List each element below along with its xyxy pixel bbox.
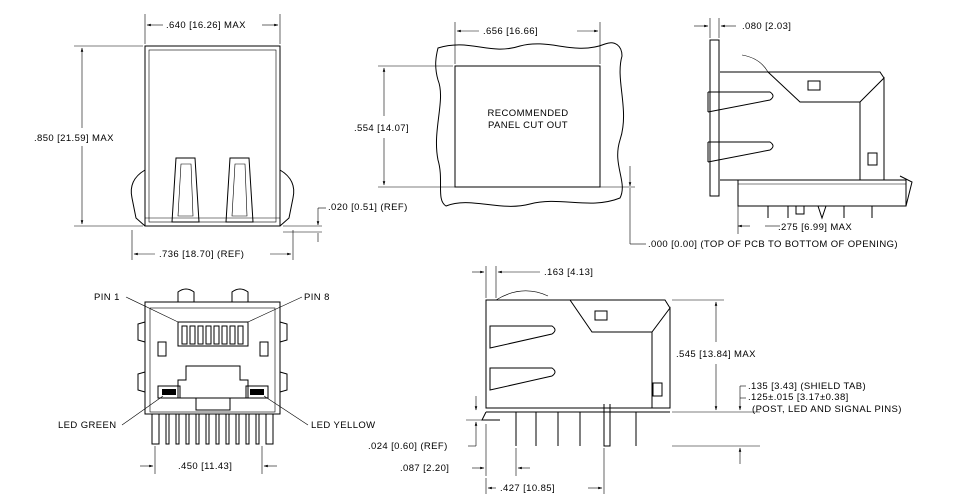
front-dim-height: .850 [21.59] MAX [34, 45, 143, 227]
panel-label-2: PANEL CUT OUT [488, 120, 568, 131]
side-bottom-dim-height: .545 [13.84] MAX [672, 299, 760, 413]
rear-view: PIN 1 PIN 8 LED GREEN LED YELLOW .450 [1… [58, 288, 376, 474]
front-view: .640 [16.26] MAX .850 [21.59] MAX .020 [… [34, 14, 408, 260]
rear-callouts: PIN 1 PIN 8 LED GREEN LED YELLOW [58, 292, 376, 431]
side-top-depth-label: .275 [6.99] MAX [778, 222, 852, 233]
offset1-label: .087 [2.20] [400, 463, 449, 474]
rear-dim-pitch: .450 [11.43] [140, 446, 277, 474]
front-dim-offset: .020 [0.51] (REF) [283, 202, 408, 242]
rear-pins [151, 413, 274, 445]
side-top-dim-depth: .275 [6.99] MAX [737, 206, 852, 234]
led-green-label: LED GREEN [58, 420, 117, 431]
panel-dim-zero: .000 [0.00] (TOP OF PCB TO BOTTOM OF OPE… [628, 166, 898, 250]
front-body [130, 45, 295, 227]
post-length-label: .125±.015 [3.17±0.38] [748, 392, 849, 403]
front-width-label: .640 [16.26] MAX [166, 20, 246, 31]
side-bottom-dim-offset1: .087 [2.20] [400, 424, 530, 476]
led-yellow-label: LED YELLOW [311, 420, 376, 431]
panel-height-label: .554 [14.07] [354, 123, 409, 134]
front-dim-width: .640 [16.26] MAX [144, 14, 281, 44]
front-offset-label: .020 [0.51] (REF) [328, 202, 408, 213]
side-view-bottom: .163 [4.13] .545 [13.84] MAX .135 [3.43]… [368, 266, 902, 494]
rear-pitch-label: .450 [11.43] [178, 461, 232, 472]
side-view-top: .080 [2.03] .275 [6.99] MAX [694, 18, 913, 234]
side-top-dim-thickness: .080 [2.03] [694, 18, 791, 38]
panel-view: RECOMMENDED PANEL CUT OUT .656 [16.66] .… [354, 22, 898, 250]
panel-zero-label: .000 [0.00] (TOP OF PCB TO BOTTOM OF OPE… [648, 239, 898, 250]
offset2-label: .427 [10.85] [500, 483, 555, 494]
pin1-label: PIN 1 [94, 292, 120, 303]
post-note-label: (POST, LED AND SIGNAL PINS) [752, 404, 902, 415]
standoff-label: .024 [0.60] (REF) [368, 441, 448, 452]
front-dim-total: .736 [18.70] (REF) [131, 230, 294, 260]
panel-outline [435, 42, 625, 207]
panel-dim-height: .554 [14.07] [354, 65, 635, 188]
side-bottom-dim-tab: .163 [4.13] [472, 266, 593, 298]
side-top-thickness-label: .080 [2.03] [742, 21, 791, 32]
panel-dim-width: .656 [16.66] [454, 22, 601, 64]
rear-contacts [181, 325, 244, 345]
pin8-label: PIN 8 [304, 292, 330, 303]
panel-width-label: .656 [16.66] [483, 26, 538, 37]
side-bottom-dim-standoff: .024 [0.60] (REF) [368, 396, 484, 452]
side-bottom-dim-post: .135 [3.43] (SHIELD TAB) .125±.015 [3.17… [672, 381, 902, 464]
shield-tab-label: .135 [3.43] (SHIELD TAB) [748, 381, 866, 392]
front-total-label: .736 [18.70] (REF) [159, 249, 244, 260]
front-height-label: .850 [21.59] MAX [34, 133, 114, 144]
side-bottom-dim-offset2: .427 [10.85] [485, 448, 605, 494]
side-bottom-height-label: .545 [13.84] MAX [676, 349, 756, 360]
tab-height-label: .163 [4.13] [544, 267, 593, 278]
panel-label-1: RECOMMENDED [488, 108, 569, 119]
